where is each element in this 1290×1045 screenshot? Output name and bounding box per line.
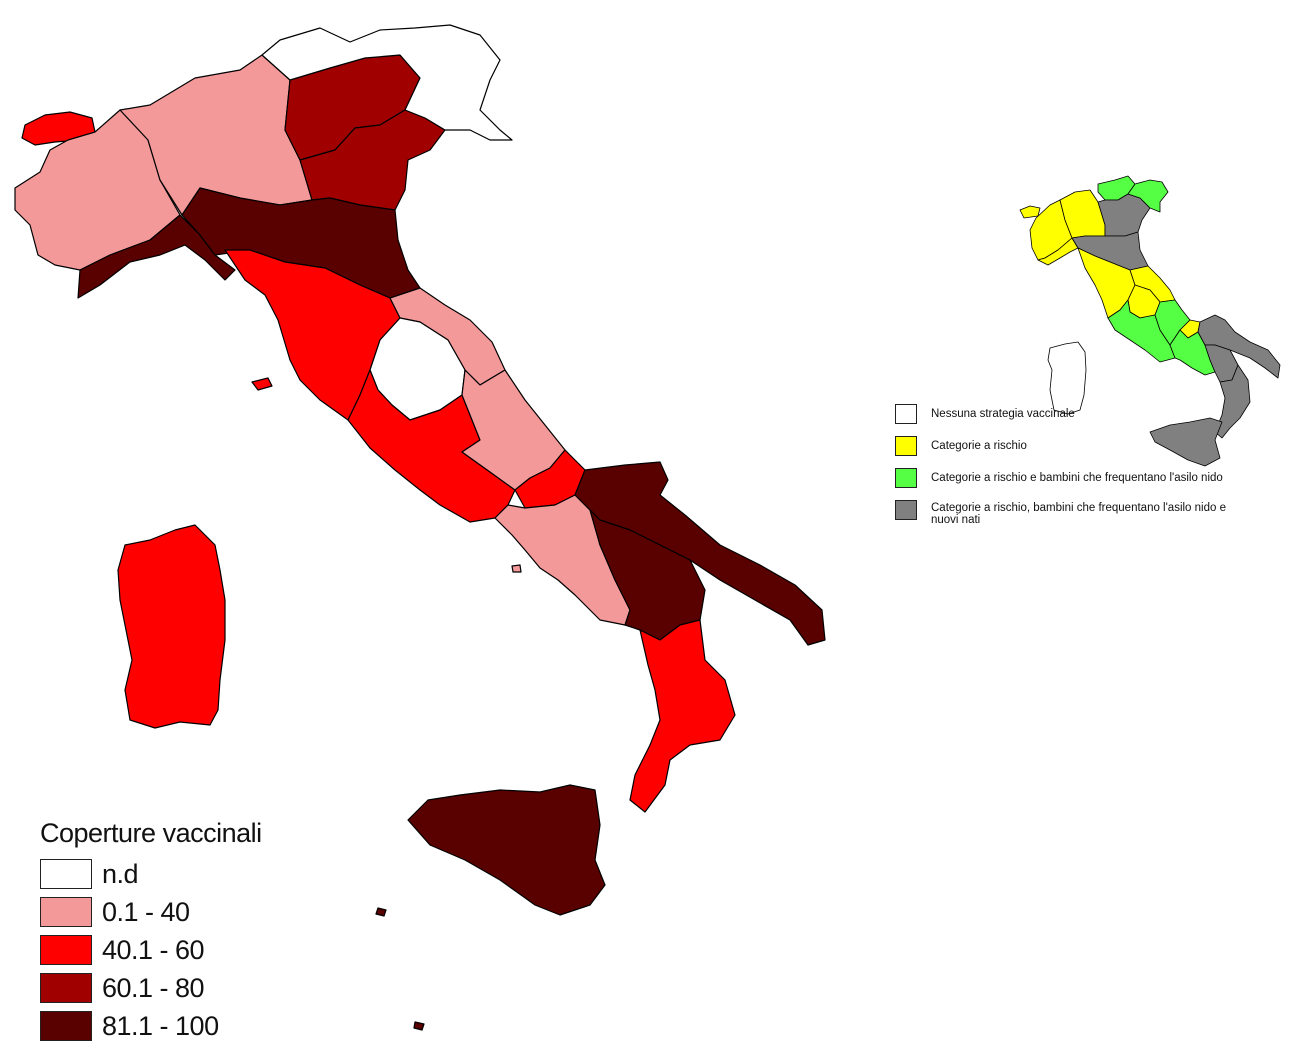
coverage-legend-label: 81.1 - 100 — [102, 1010, 219, 1041]
strategy-legend-item: Nessuna strategia vaccinale — [895, 404, 1290, 436]
coverage-legend-title: Coperture vaccinali — [40, 818, 262, 848]
region-calabria — [629, 619, 736, 813]
legend-swatch-60-80 — [40, 973, 92, 1003]
coverage-legend-item: 81.1 - 100 — [40, 1007, 340, 1045]
strategy-legend-item: Categorie a rischio, bambini che frequen… — [895, 500, 1290, 532]
legend-swatch-81-100 — [40, 1011, 92, 1041]
coverage-legend-item: n.d — [40, 855, 340, 893]
coverage-legend: Coperture vaccinali n.d 0.1 - 40 40.1 - … — [40, 818, 340, 1045]
region-liguria — [77, 214, 236, 299]
strategy-legend-item: Categorie a rischio e bambini che freque… — [895, 468, 1290, 500]
island-elba — [251, 377, 273, 391]
mini-region-sardegna — [1047, 341, 1087, 415]
coverage-legend-item: 0.1 - 40 — [40, 893, 340, 931]
island-ischia — [511, 564, 522, 573]
region-sicilia — [407, 784, 606, 916]
island-pantelleria — [413, 1021, 425, 1031]
strategy-legend-label: Categorie a rischio — [931, 440, 1027, 452]
legend-swatch-0-40 — [40, 897, 92, 927]
mini-region-veneto — [1097, 193, 1151, 237]
strategy-swatch-none — [895, 404, 917, 424]
strategy-legend-label: Nessuna strategia vaccinale — [931, 408, 1075, 420]
strategy-swatch-risk-nursery — [895, 468, 917, 488]
region-sardegna — [117, 524, 226, 729]
strategy-map — [1019, 175, 1281, 467]
strategy-swatch-risk-nursery-newborn — [895, 500, 917, 520]
legend-swatch-40-60 — [40, 935, 92, 965]
mini-region-sicilia — [1149, 417, 1223, 467]
coverage-legend-label: n.d — [102, 858, 139, 889]
region-piemonte — [14, 109, 181, 271]
strategy-legend-item: Categorie a rischio — [895, 436, 1290, 468]
strategy-legend-label: Categorie a rischio, bambini che frequen… — [931, 502, 1226, 526]
coverage-legend-label: 0.1 - 40 — [102, 896, 190, 927]
coverage-legend-item: 40.1 - 60 — [40, 931, 340, 969]
strategy-legend-label: Categorie a rischio e bambini che freque… — [931, 472, 1223, 484]
island-lampedusa — [375, 907, 387, 917]
strategy-legend: Nessuna strategia vaccinale Categorie a … — [895, 404, 1290, 532]
legend-swatch-nd — [40, 859, 92, 889]
mini-region-calabria — [1214, 364, 1251, 439]
strategy-swatch-risk — [895, 436, 917, 456]
coverage-legend-label: 60.1 - 80 — [102, 972, 205, 1003]
coverage-map — [14, 24, 826, 1031]
region-friuli — [261, 24, 513, 141]
mini-region-valle-d-aosta — [1019, 205, 1041, 219]
mini-region-friuli — [1127, 179, 1169, 213]
coverage-legend-label: 40.1 - 60 — [102, 934, 205, 965]
coverage-legend-item: 60.1 - 80 — [40, 969, 340, 1007]
